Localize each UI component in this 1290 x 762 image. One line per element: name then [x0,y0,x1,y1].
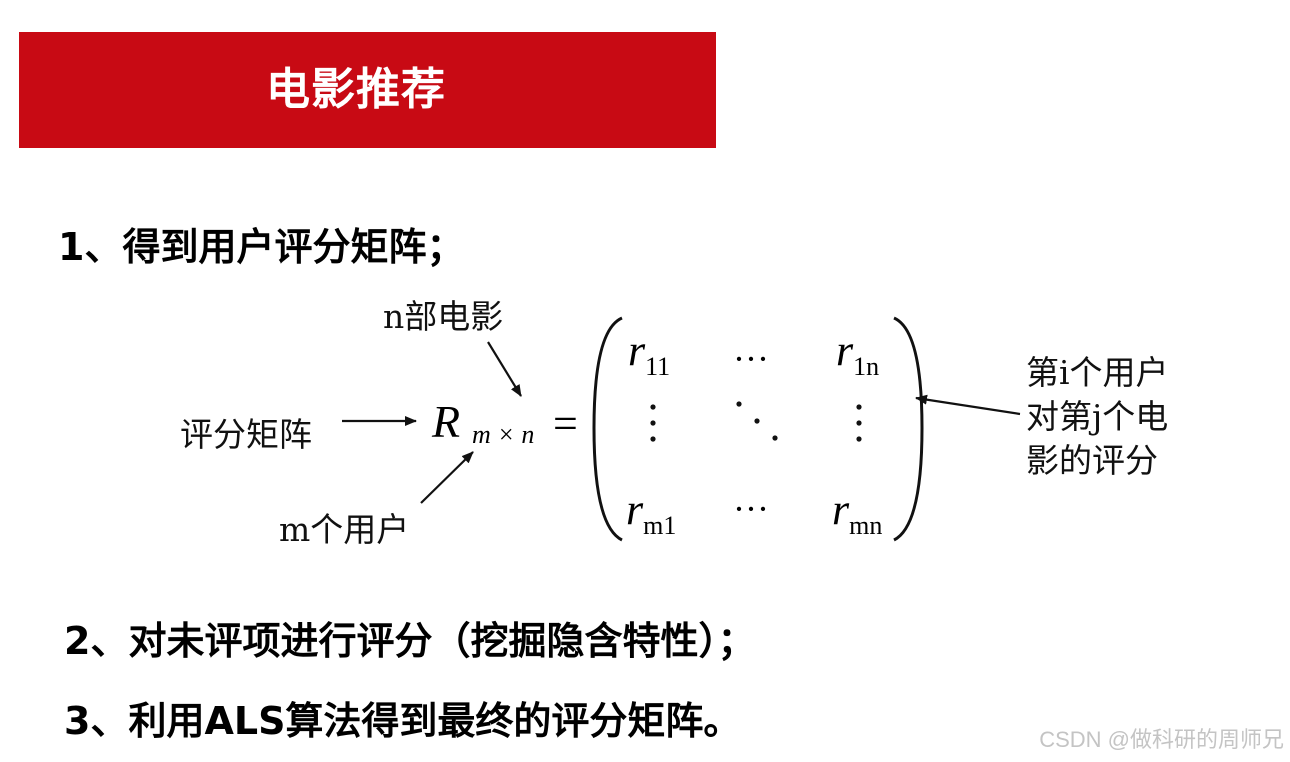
left-bracket [592,316,623,542]
title-banner: 电影推荐 [19,32,716,148]
horizontal-ellipsis-bottom: ··· [733,489,769,529]
entry-label-line-1: 第i个用户 [1026,353,1169,392]
arrow-users-to-m [420,451,474,504]
arrow-entry-to-matrix [915,394,1021,416]
right-bracket [893,316,924,542]
step-2-text: 2、对未评项进行评分（挖掘隐含特性）； [64,619,756,663]
step-3-text: 3、利用ALS算法得到最终的评分矩阵。 [64,699,742,743]
users-label: m个用户 [279,510,410,549]
entry-label-line-3: 影的评分 [1026,441,1158,480]
movies-label: n部电影 [383,297,504,336]
page-title: 电影推荐 [266,64,446,115]
step-1-text: 1、得到用户评分矩阵； [58,225,465,269]
horizontal-ellipsis-top: ··· [733,339,769,379]
matrix-dimension-subscript: m × n [472,420,535,449]
csdn-watermark: CSDN @做科研的周师兄 [1039,727,1284,752]
entry-label-line-2: 对第j个电 [1026,397,1169,436]
vertical-ellipsis-left [650,404,656,442]
matrix-cell-r1n: r1n [836,326,880,381]
matrix-cell-rmn: rmn [832,485,883,540]
rating-matrix-label: 评分矩阵 [180,415,312,454]
equals-sign: = [553,399,578,448]
vertical-ellipsis-right [856,404,862,442]
matrix-cell-rm1: rm1 [626,485,677,540]
matrix-cell-r11: r11 [628,326,671,381]
diagonal-ellipsis [736,401,778,441]
matrix-symbol: R [432,396,461,447]
entry-meaning-label: 第i个用户 对第j个电 影的评分 [1026,351,1169,483]
arrow-movies-to-n [487,341,522,397]
